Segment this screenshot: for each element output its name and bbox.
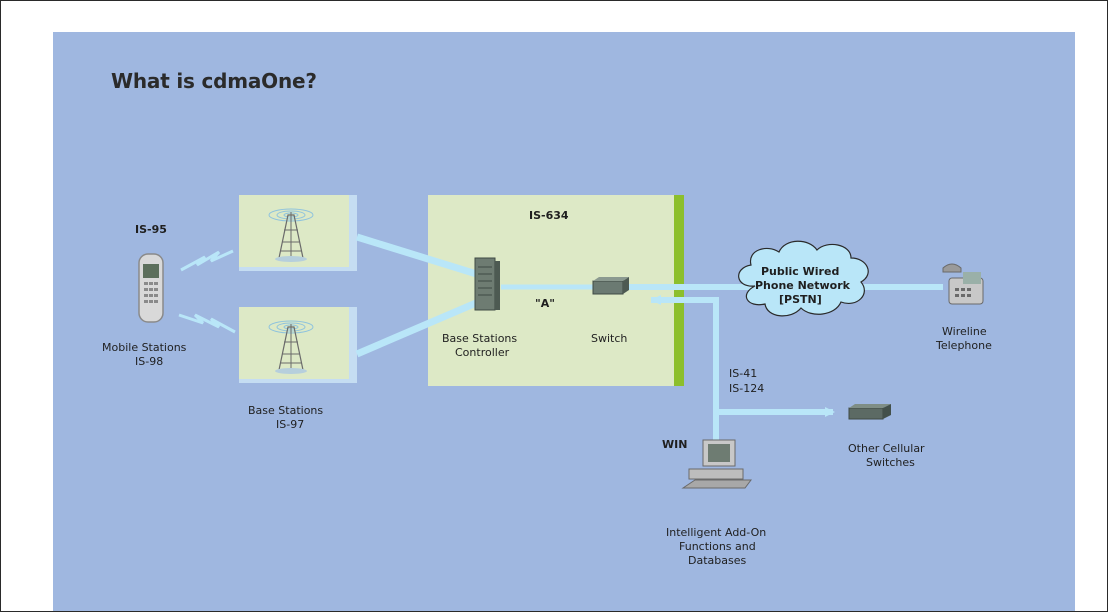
label-other-line2: Switches: [866, 456, 915, 469]
label-other-line1: Other Cellular: [848, 442, 925, 455]
radio-link-top-icon: [180, 249, 234, 272]
link-bs-bottom-to-bsc: [355, 296, 485, 358]
tower-top-icon: [268, 208, 314, 262]
network-diagram: [138, 195, 984, 489]
label-base-stations: Base Stations: [248, 404, 324, 417]
label-bsc-line1: Base Stations: [442, 332, 518, 345]
label-switch: Switch: [591, 332, 628, 345]
tower-bottom-icon: [268, 320, 314, 374]
diagram-canvas: What is cdmaOne? IS-95 Mobile Stations I…: [53, 32, 1075, 611]
diagram-title: What is cdmaOne?: [111, 69, 317, 93]
switch-icon: [592, 277, 629, 295]
radio-link-bottom-icon: [178, 313, 236, 334]
label-is41: IS-41: [729, 367, 758, 380]
link-bs-top-to-bsc: [355, 233, 485, 280]
label-is98: IS-98: [135, 355, 164, 368]
label-wireline-line1: Wireline: [942, 325, 987, 338]
label-mobile-stations: Mobile Stations: [102, 341, 187, 354]
server-icon: [474, 257, 500, 311]
label-addon-line1: Intelligent Add-On: [666, 526, 767, 539]
label-is124: IS-124: [729, 382, 765, 395]
label-pstn-line2: Phone Network: [755, 279, 850, 292]
label-is97: IS-97: [276, 418, 305, 431]
label-bsc-line2: Controller: [455, 346, 510, 359]
label-pstn-line1: Public Wired: [761, 265, 840, 278]
label-is634: IS-634: [529, 209, 569, 222]
mobile-phone-icon: [138, 253, 164, 323]
label-wireline-line2: Telephone: [936, 339, 992, 352]
telephone-icon: [942, 263, 984, 305]
label-a-interface: "A": [535, 297, 555, 310]
other-switch-icon: [848, 404, 891, 420]
label-is95: IS-95: [135, 223, 167, 236]
label-win: WIN: [662, 438, 688, 451]
label-addon-line3: Databases: [688, 554, 747, 567]
label-pstn-line3: [PSTN]: [779, 293, 822, 306]
label-addon-line2: Functions and: [679, 540, 756, 553]
computer-icon: [681, 439, 752, 489]
pstn-cloud-icon: [738, 240, 869, 317]
network-box: [428, 195, 674, 386]
